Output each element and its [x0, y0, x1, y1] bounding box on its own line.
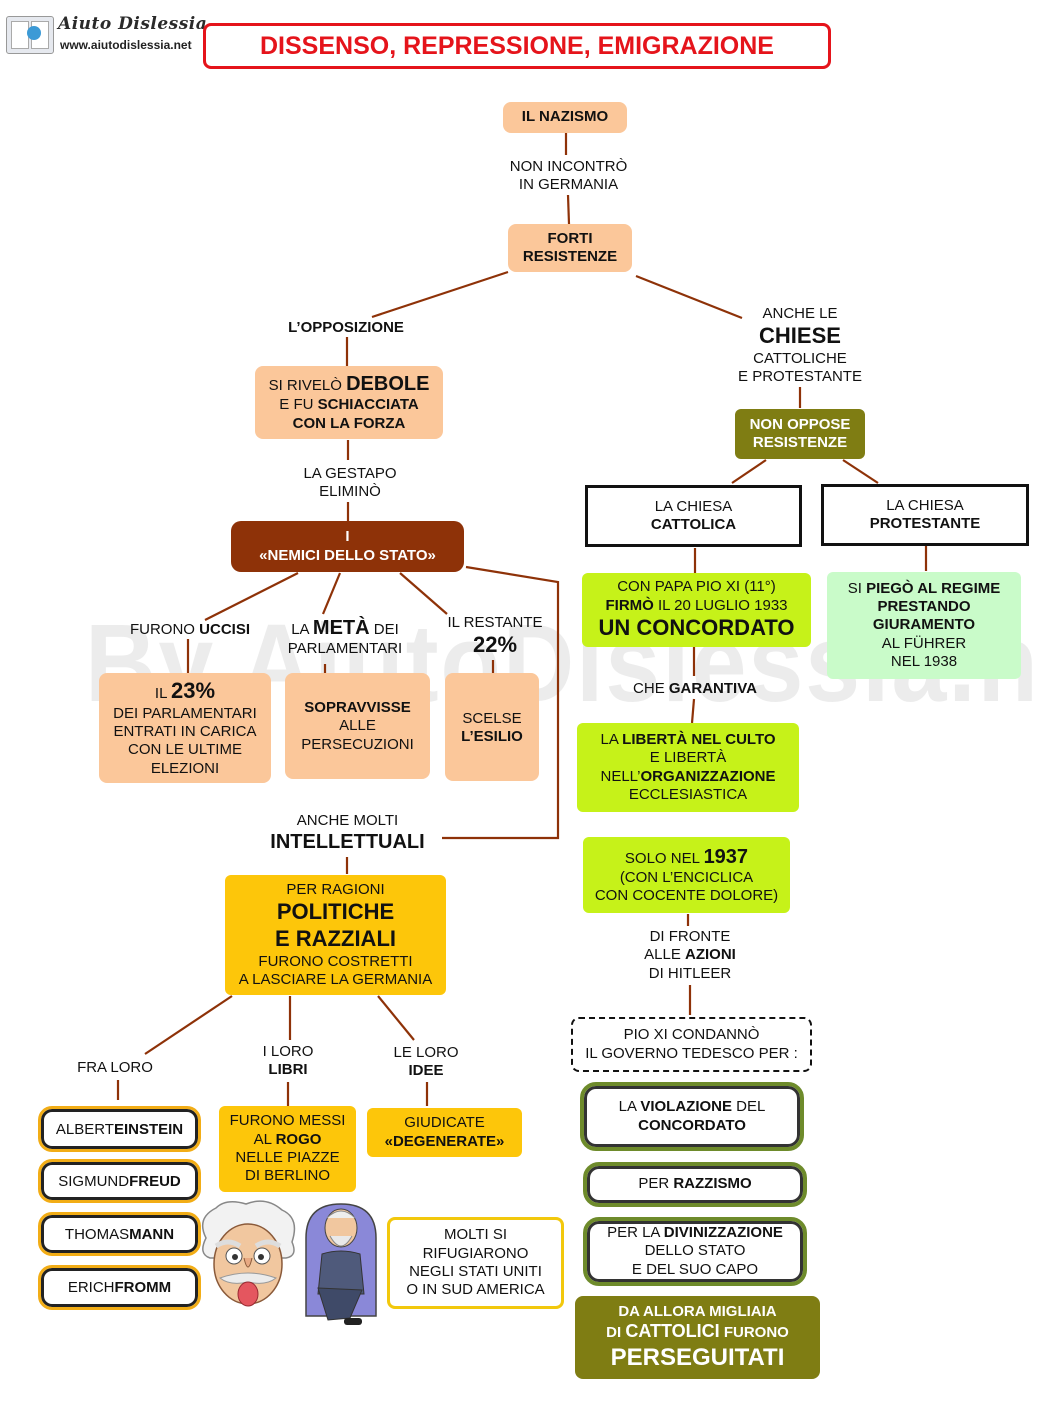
piego-node: SI PIEGÒ AL REGIME PRESTANDO GIURAMENTO …: [827, 572, 1021, 679]
person-mann: THOMAS MANN: [38, 1212, 201, 1256]
logo: Aiuto Dislessia www.aiutodislessia.net: [6, 14, 207, 58]
nazismo-node: IL NAZISMO: [503, 102, 627, 133]
divinizzazione-node: PER LA DIVINIZZAZIONE DELLO STATO E DEL …: [583, 1217, 807, 1286]
degenerate-node: GIUDICATE«DEGENERATE»: [367, 1108, 522, 1157]
person-einstein: ALBERT EINSTEIN: [38, 1106, 201, 1152]
nemici-node: I«NEMICI DELLO STATO»: [231, 521, 464, 572]
person-freud: SIGMUND FREUD: [38, 1159, 201, 1203]
uccisi-label: FURONO UCCISI: [129, 621, 250, 638]
einstein-caricature-icon: [201, 1200, 296, 1307]
opposizione-label: L’OPPOSIZIONE: [288, 319, 404, 336]
meta-label: LA METÀ DEI PARLAMENTARI: [287, 617, 403, 658]
page-title: DISSENSO, REPRESSIONE, EMIGRAZIONE: [203, 23, 831, 69]
concordato-node: CON PAPA PIO XI (11°) FIRMÒ IL 20 LUGLIO…: [582, 573, 811, 647]
logo-name: Aiuto Dislessia: [58, 14, 208, 34]
book-icon: [6, 16, 54, 54]
violazione-node: LA VIOLAZIONE DEL CONCORDATO: [580, 1082, 804, 1151]
perseguitati-node: DA ALLORA MIGLIAIA DI CATTOLICI FURONO P…: [575, 1296, 820, 1379]
razzismo-node: PER RAZZISMO: [583, 1162, 807, 1207]
debole-node: SI RIVELÒ DEBOLE E FU SCHIACCIATA CON LA…: [255, 366, 443, 439]
logo-url: www.aiutodislessia.net: [60, 38, 192, 52]
garantiva-label: CHE GARANTIVA: [633, 680, 757, 697]
person-fromm: ERICH FROMM: [38, 1265, 201, 1310]
freud-caricature-icon: [305, 1203, 377, 1325]
anno-1937-node: SOLO NEL 1937 (CON L’ENCICLICA CON COCEN…: [583, 837, 790, 913]
liberta-node: LA LIBERTÀ NEL CULTO E LIBERTÀ NELL’ORGA…: [577, 723, 799, 812]
fra-loro-label: FRA LORO: [77, 1059, 153, 1076]
azioni-label: DI FRONTE ALLE AZIONI DI HITLEER: [644, 928, 736, 982]
chiese-label: ANCHE LE CHIESE CATTOLICHE E PROTESTANTE: [738, 305, 862, 386]
ragioni-node: PER RAGIONI POLITICHE E RAZZIALI FURONO …: [225, 875, 446, 995]
